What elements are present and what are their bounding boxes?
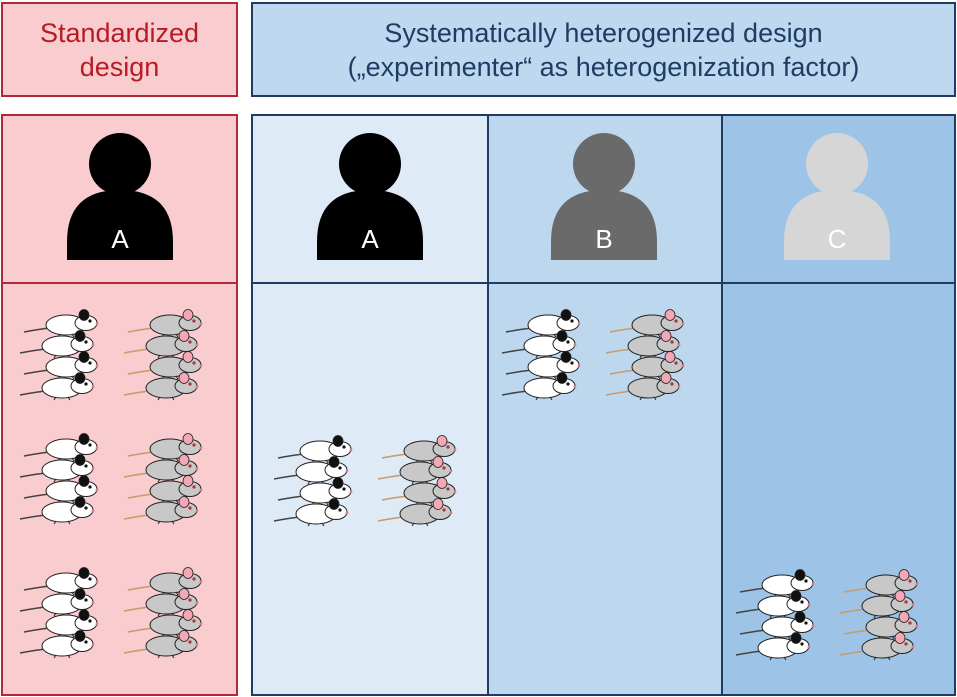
white-mouse-icon bbox=[19, 330, 95, 359]
person-icon bbox=[551, 133, 657, 260]
white-mouse-icon bbox=[501, 372, 577, 401]
white-mouse-icon bbox=[501, 330, 577, 359]
mouse-group-drawing bbox=[19, 309, 203, 401]
mouse-group-standardized-2 bbox=[18, 430, 224, 548]
grey-mouse-icon bbox=[127, 609, 203, 638]
person-icon bbox=[317, 133, 423, 260]
standardized-header-line1: Standardized bbox=[39, 17, 200, 48]
grey-mouse-icon bbox=[605, 372, 681, 401]
heterogenized-header-line2: („experimenter“ as heterogenization fact… bbox=[347, 51, 860, 82]
mouse-group-column-a bbox=[272, 432, 478, 550]
grey-mouse-icon bbox=[377, 498, 453, 527]
grey-mouse-icon bbox=[609, 309, 685, 338]
mouse-group-standardized-1 bbox=[18, 306, 224, 424]
person-icon bbox=[67, 133, 173, 260]
grey-mouse-icon bbox=[123, 588, 199, 617]
grey-mouse-icon bbox=[123, 372, 199, 401]
experimenter-standardized-a: A bbox=[67, 132, 173, 260]
grey-mouse-icon bbox=[609, 351, 685, 380]
grey-mouse-icon bbox=[381, 435, 457, 464]
mouse-group-drawing bbox=[735, 569, 919, 661]
mouse-group-column-c bbox=[734, 566, 940, 684]
grey-mouse-icon bbox=[127, 567, 203, 596]
white-mouse-icon bbox=[23, 609, 99, 638]
grey-mouse-icon bbox=[127, 309, 203, 338]
white-mouse-icon bbox=[23, 475, 99, 504]
mouse-group-standardized-3 bbox=[18, 564, 224, 682]
white-mouse-icon bbox=[277, 435, 353, 464]
white-mouse-icon bbox=[19, 588, 95, 617]
experimenter-label: B bbox=[595, 224, 613, 254]
white-mouse-icon bbox=[273, 498, 349, 527]
white-mouse-icon bbox=[277, 477, 353, 506]
white-mouse-icon bbox=[505, 351, 581, 380]
heterogenized-design-header: Systematically heterogenized design („ex… bbox=[251, 2, 956, 97]
grey-mouse-icon bbox=[127, 433, 203, 462]
white-mouse-icon bbox=[273, 456, 349, 485]
grey-mouse-icon bbox=[123, 330, 199, 359]
heterogenized-header-line1: Systematically heterogenized design bbox=[384, 17, 823, 48]
standardized-divider bbox=[1, 282, 238, 284]
white-mouse-icon bbox=[23, 567, 99, 596]
grey-mouse-icon bbox=[843, 611, 919, 640]
white-mouse-icon bbox=[23, 351, 99, 380]
experimenter-column-b: B bbox=[551, 132, 657, 260]
experimenter-label: C bbox=[827, 224, 847, 254]
grey-mouse-icon bbox=[123, 496, 199, 525]
mouse-group-drawing bbox=[19, 433, 203, 525]
heterogenized-divider bbox=[253, 282, 954, 284]
grey-mouse-icon bbox=[839, 632, 915, 661]
white-mouse-icon bbox=[19, 454, 95, 483]
white-mouse-icon bbox=[19, 630, 95, 659]
grey-mouse-icon bbox=[123, 630, 199, 659]
grey-mouse-icon bbox=[605, 330, 681, 359]
white-mouse-icon bbox=[23, 309, 99, 338]
mouse-group-drawing bbox=[501, 309, 685, 401]
experimenter-column-a: A bbox=[317, 132, 423, 260]
white-mouse-icon bbox=[735, 632, 811, 661]
mouse-group-column-b bbox=[500, 306, 706, 424]
grey-mouse-icon bbox=[123, 454, 199, 483]
mouse-group-drawing bbox=[273, 435, 457, 527]
white-mouse-icon bbox=[23, 433, 99, 462]
grey-mouse-icon bbox=[127, 475, 203, 504]
white-mouse-icon bbox=[735, 590, 811, 619]
grey-mouse-icon bbox=[127, 351, 203, 380]
white-mouse-icon bbox=[19, 372, 95, 401]
mouse-group-drawing bbox=[19, 567, 203, 659]
person-icon bbox=[784, 133, 890, 260]
experimenter-label: A bbox=[111, 224, 129, 254]
white-mouse-icon bbox=[505, 309, 581, 338]
grey-mouse-icon bbox=[381, 477, 457, 506]
experimenter-label: A bbox=[361, 224, 379, 254]
standardized-header-line2: design bbox=[79, 51, 160, 82]
white-mouse-icon bbox=[739, 611, 815, 640]
white-mouse-icon bbox=[19, 496, 95, 525]
white-mouse-icon bbox=[739, 569, 815, 598]
standardized-design-header: Standardized design bbox=[1, 2, 238, 97]
grey-mouse-icon bbox=[843, 569, 919, 598]
experimenter-column-c: C bbox=[784, 132, 890, 260]
grey-mouse-icon bbox=[839, 590, 915, 619]
